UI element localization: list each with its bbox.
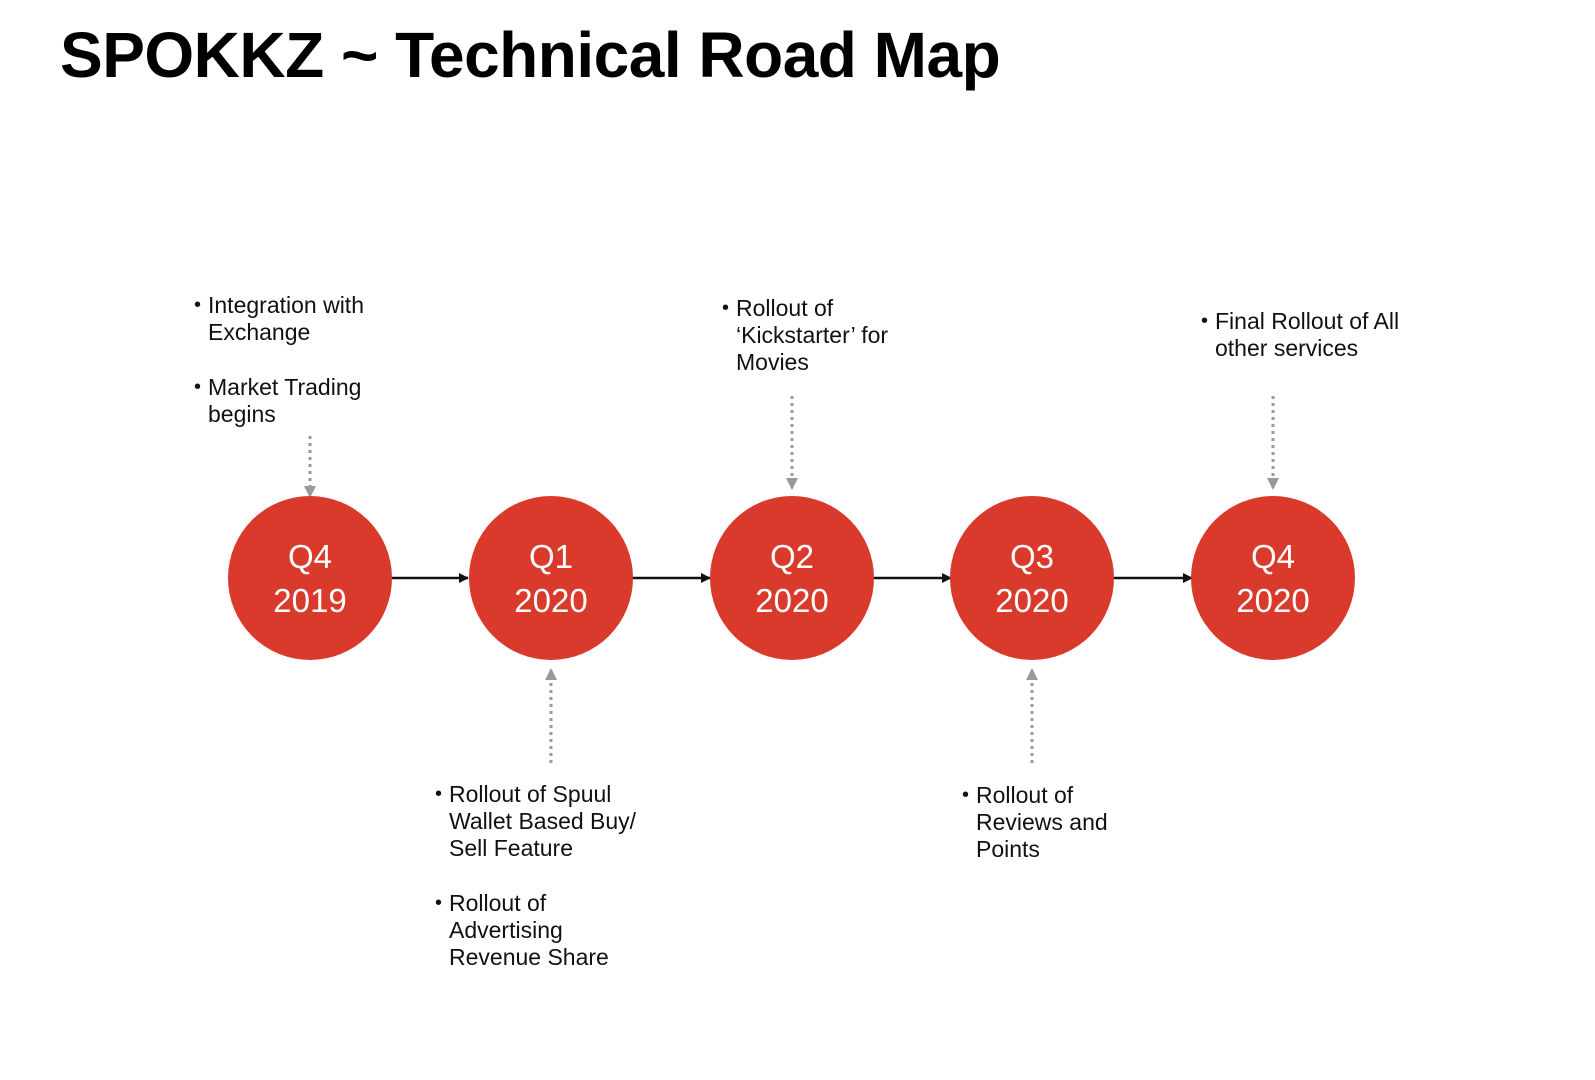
milestone-year: 2020 — [755, 582, 828, 619]
milestone-q4-2020: Q4 2020 — [1191, 496, 1355, 660]
note-item: Final Rollout of All other services — [1201, 308, 1431, 362]
note-q4-2019: Integration with Exchange Market Trading… — [194, 292, 394, 428]
note-item: Market Trading begins — [194, 374, 394, 428]
milestone-year: 2019 — [273, 582, 346, 619]
milestone-q3-2020: Q3 2020 — [950, 496, 1114, 660]
milestone-circle — [1191, 496, 1355, 660]
milestone-circle — [710, 496, 874, 660]
milestone-q2-2020: Q2 2020 — [710, 496, 874, 660]
milestone-year: 2020 — [995, 582, 1068, 619]
milestone-q1-2020: Q1 2020 — [469, 496, 633, 660]
milestone-year: 2020 — [514, 582, 587, 619]
milestone-quarter: Q4 — [1251, 538, 1295, 575]
milestone-quarter: Q2 — [770, 538, 814, 575]
note-item: Rollout of Spuul Wallet Based Buy/ Sell … — [435, 781, 660, 862]
note-item: Integration with Exchange — [194, 292, 394, 346]
note-q1-2020: Rollout of Spuul Wallet Based Buy/ Sell … — [435, 781, 660, 971]
note-item: Rollout of Advertising Revenue Share — [435, 890, 660, 971]
milestone-quarter: Q4 — [288, 538, 332, 575]
note-q3-2020: Rollout of Reviews and Points — [962, 782, 1137, 863]
note-item: Rollout of ‘Kickstarter’ for Movies — [722, 295, 922, 376]
milestone-circle — [469, 496, 633, 660]
milestone-quarter: Q3 — [1010, 538, 1054, 575]
page-title: SPOKKZ ~ Technical Road Map — [60, 19, 1001, 91]
note-item: Rollout of Reviews and Points — [962, 782, 1137, 863]
milestone-year: 2020 — [1236, 582, 1309, 619]
milestone-circle — [950, 496, 1114, 660]
milestone-circle — [228, 496, 392, 660]
note-q4-2020: Final Rollout of All other services — [1201, 308, 1431, 362]
milestone-quarter: Q1 — [529, 538, 573, 575]
note-q2-2020: Rollout of ‘Kickstarter’ for Movies — [722, 295, 922, 376]
milestone-q4-2019: Q4 2019 — [228, 496, 392, 660]
